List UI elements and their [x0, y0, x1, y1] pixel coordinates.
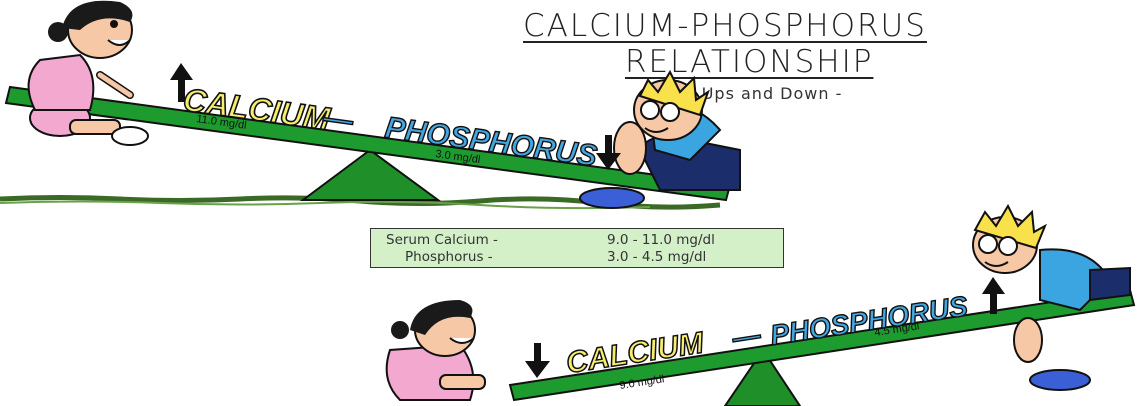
girl-figure-bottom — [387, 300, 485, 400]
up-arrow-icon-bottom — [982, 277, 1005, 314]
girl-figure-top — [29, 1, 148, 145]
dash-top: — — [321, 101, 355, 138]
ground-shadow — [0, 202, 650, 209]
phosphorus-range-value: 3.0 - 4.5 mg/dl — [607, 249, 706, 265]
calcium-range-value: 9.0 - 11.0 mg/dl — [607, 232, 715, 248]
calcium-range-label: Serum Calcium - — [386, 232, 498, 248]
dash-bottom-group: — — [730, 319, 762, 354]
dash-bottom: — — [730, 319, 762, 354]
down-arrow-icon-bottom — [525, 343, 550, 378]
phosphorus-range-label: Phosphorus - — [405, 249, 493, 265]
dash-top-group: — — [321, 101, 355, 138]
boy-figure-top — [580, 72, 740, 208]
normal-range-box: Serum Calcium - 9.0 - 11.0 mg/dl Phospho… — [370, 228, 784, 268]
